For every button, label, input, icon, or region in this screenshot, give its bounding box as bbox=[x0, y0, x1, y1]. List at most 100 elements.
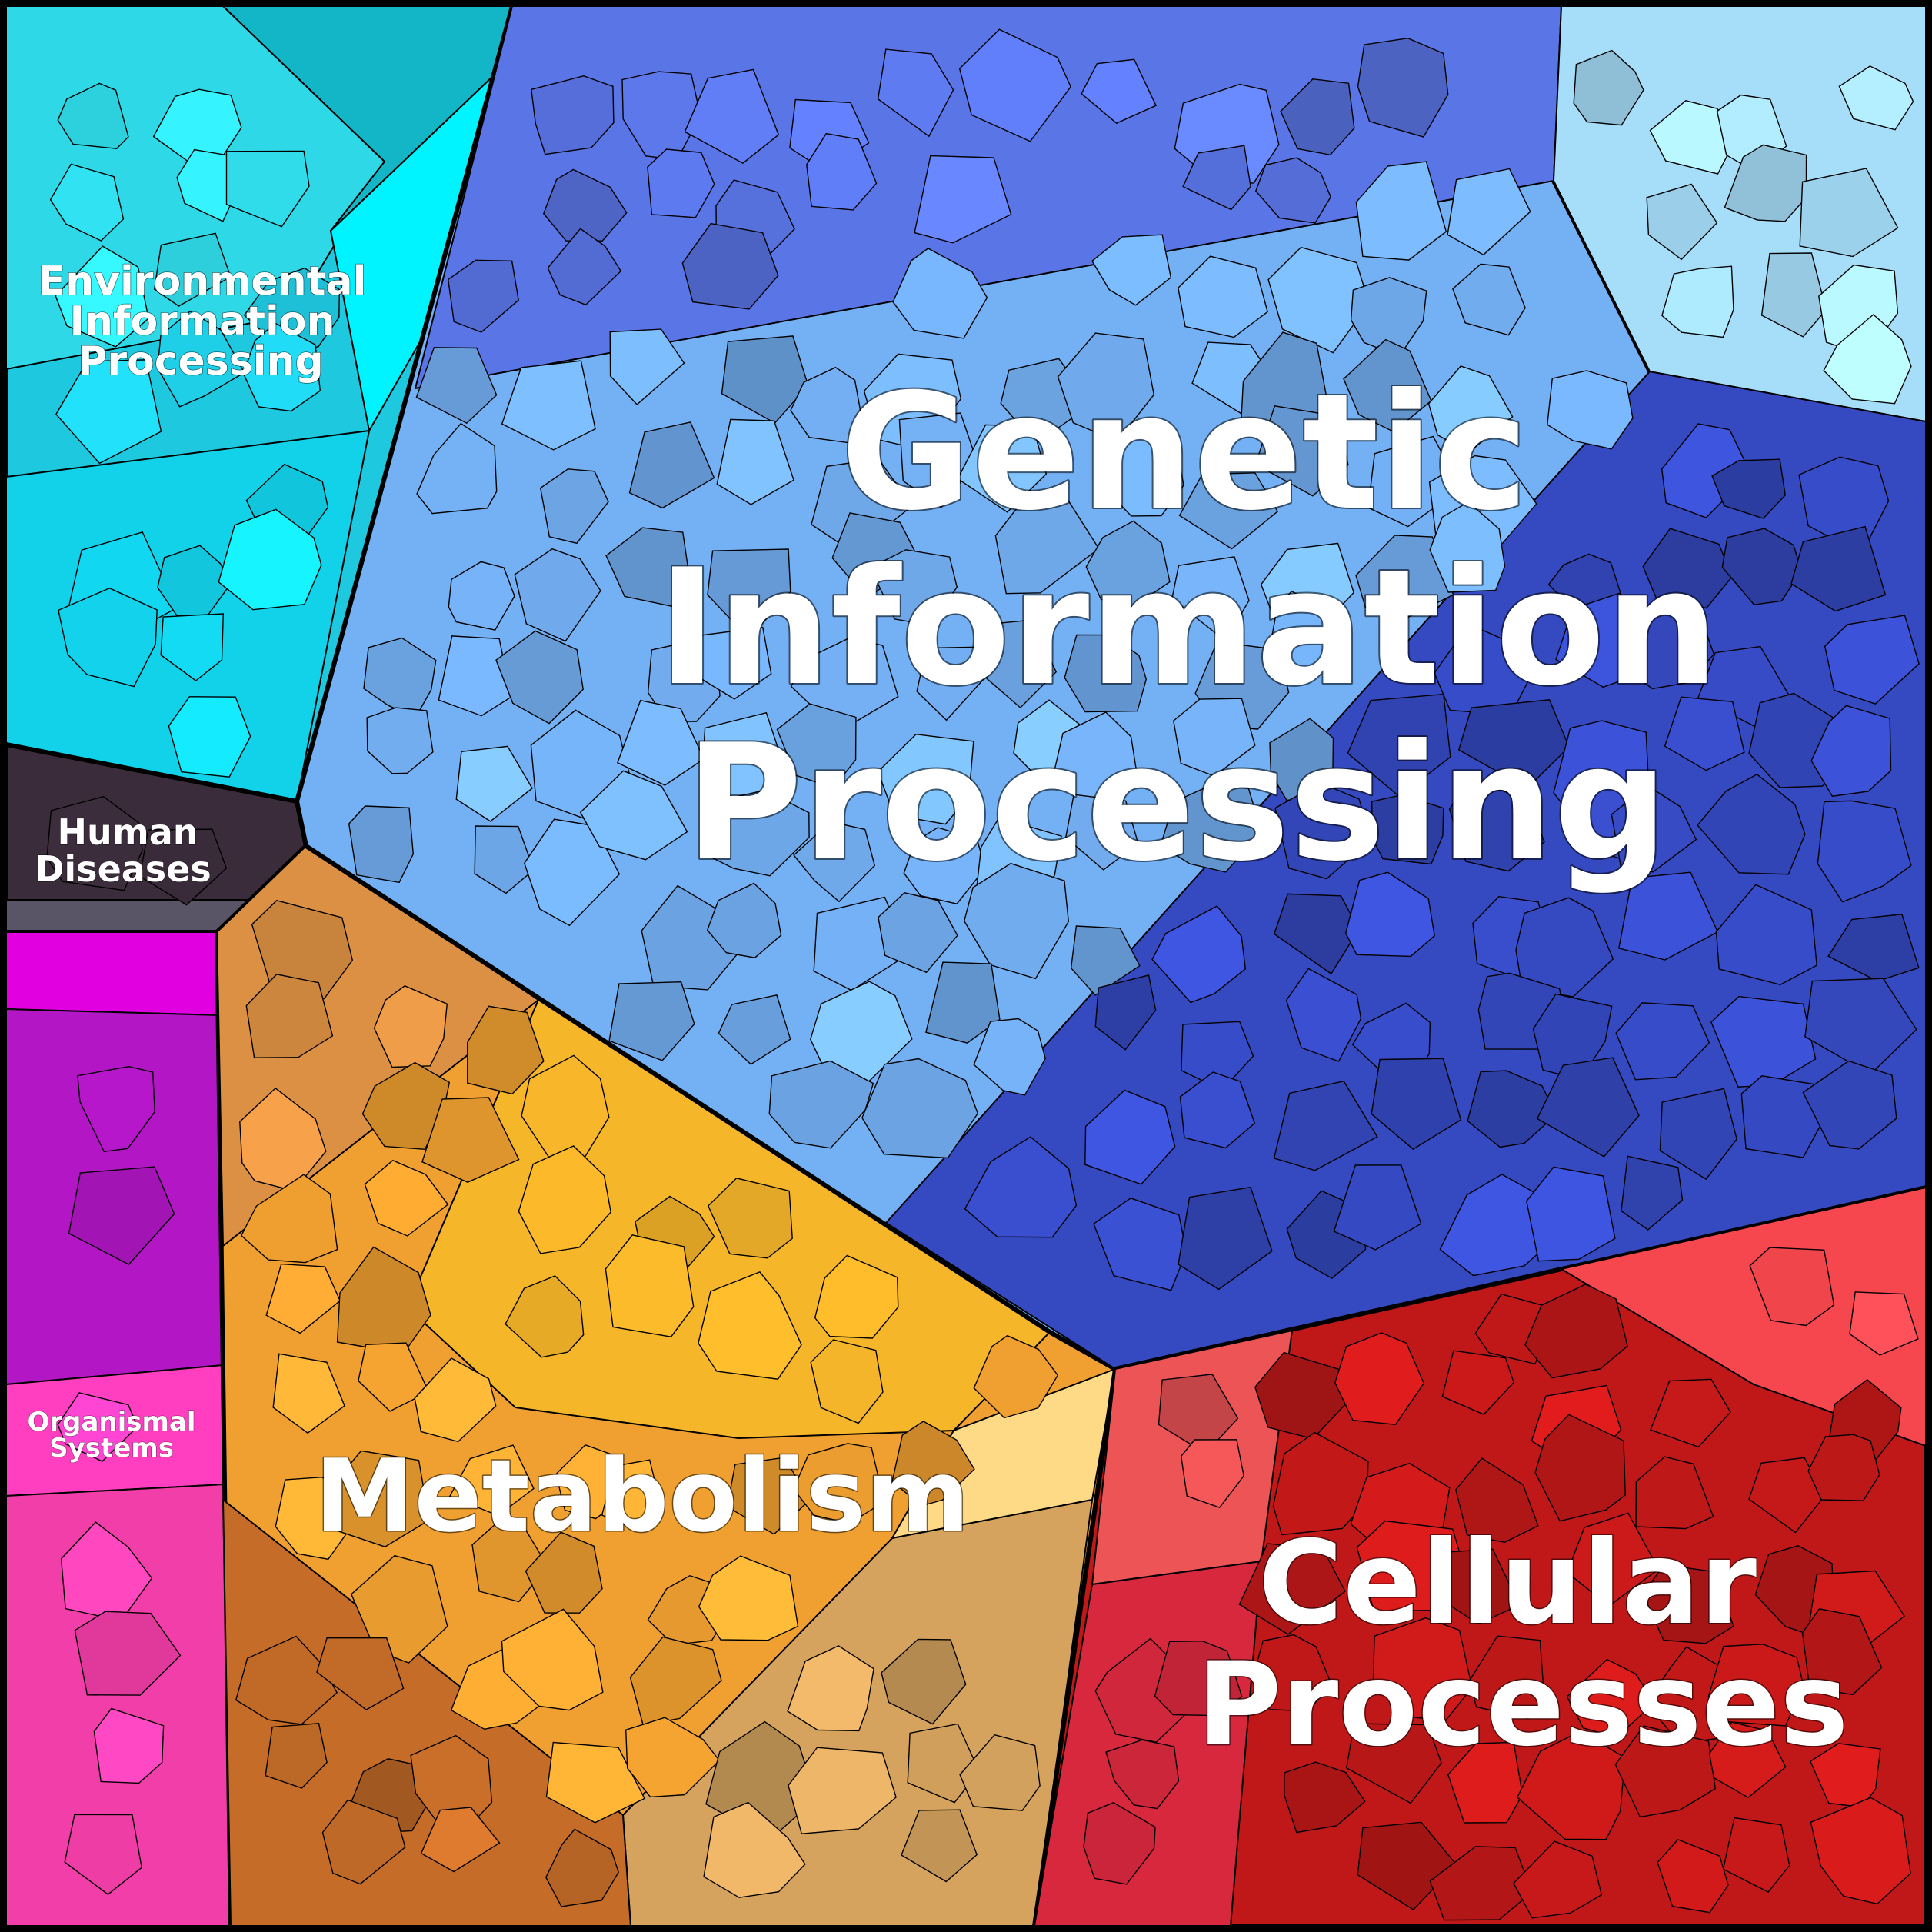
voronoi-cell bbox=[1724, 144, 1807, 222]
voronoi-cell bbox=[518, 1145, 611, 1254]
voronoi-cell bbox=[625, 1717, 721, 1798]
voronoi-cell bbox=[545, 1741, 645, 1824]
label-organismal-line-1: Organismal bbox=[27, 1407, 195, 1437]
voronoi-cell bbox=[681, 222, 779, 310]
voronoi-cell bbox=[601, 1459, 664, 1531]
voronoi-cell bbox=[265, 1723, 328, 1789]
voronoi-cell bbox=[218, 508, 322, 611]
voronoi-cell bbox=[1171, 556, 1250, 642]
voronoi-cell bbox=[1642, 528, 1733, 609]
voronoi-cell bbox=[695, 626, 772, 700]
voronoi-cell bbox=[891, 1421, 975, 1507]
voronoi-cell bbox=[706, 882, 782, 958]
voronoi-cell bbox=[1091, 234, 1172, 306]
voronoi-cell bbox=[1804, 978, 1917, 1075]
voronoi-cell bbox=[901, 1809, 978, 1883]
voronoi-cell bbox=[1801, 1608, 1883, 1696]
voronoi-cell bbox=[1064, 634, 1148, 713]
voronoi-cell bbox=[986, 619, 1058, 709]
voronoi-cell bbox=[1105, 1739, 1180, 1810]
voronoi-cell bbox=[1273, 1080, 1378, 1171]
voronoi-cell bbox=[579, 770, 688, 861]
voronoi-cell bbox=[1160, 784, 1262, 873]
voronoi-cell bbox=[698, 1271, 802, 1380]
voronoi-cell bbox=[1526, 1166, 1616, 1262]
voronoi-cell bbox=[1051, 711, 1139, 801]
voronoi-cell bbox=[77, 1065, 155, 1153]
label-cellular-line-1: Cellular bbox=[1258, 1517, 1757, 1651]
voronoi-cell bbox=[321, 1799, 406, 1885]
voronoi-cell bbox=[957, 424, 1048, 513]
voronoi-cell bbox=[555, 1444, 620, 1520]
voronoi-cell bbox=[810, 1339, 884, 1424]
voronoi-cell bbox=[416, 422, 498, 515]
voronoi-cell bbox=[235, 1635, 338, 1725]
voronoi-cell bbox=[474, 825, 535, 894]
voronoi-cell bbox=[1799, 168, 1899, 258]
voronoi-cell bbox=[973, 1334, 1059, 1419]
voronoi-cell bbox=[1447, 168, 1531, 256]
voronoi-cell bbox=[58, 587, 158, 688]
voronoi-cell bbox=[903, 827, 987, 904]
voronoi-cell bbox=[225, 150, 310, 228]
voronoi-cell bbox=[1622, 601, 1715, 690]
voronoi-cell bbox=[1345, 1723, 1442, 1804]
voronoi-cell bbox=[1085, 520, 1171, 608]
voronoi-cell bbox=[1823, 314, 1912, 405]
voronoi-cell bbox=[1355, 535, 1454, 619]
voronoi-cell bbox=[1064, 794, 1139, 871]
voronoi-cell bbox=[617, 699, 705, 786]
voronoi-cell bbox=[505, 1275, 585, 1358]
voronoi-cell bbox=[1083, 1802, 1156, 1885]
voronoi-cell bbox=[1268, 590, 1337, 676]
voronoi-cell bbox=[1173, 698, 1256, 777]
voronoi-cell bbox=[628, 421, 715, 509]
voronoi-cell bbox=[240, 1174, 338, 1264]
voronoi-cell bbox=[1649, 100, 1737, 175]
voronoi-cell bbox=[1427, 365, 1514, 454]
voronoi-cell bbox=[1807, 1434, 1880, 1501]
voronoi-cell bbox=[1448, 778, 1545, 872]
voronoi-cell bbox=[1824, 615, 1920, 705]
voronoi-cell bbox=[1151, 905, 1247, 1004]
voronoi-cell bbox=[716, 418, 794, 505]
voronoi-cell bbox=[366, 707, 434, 774]
voronoi-cell bbox=[959, 1734, 1041, 1811]
voronoi-cell bbox=[348, 805, 415, 884]
voronoi-cell bbox=[1441, 1350, 1514, 1415]
voronoi-cell bbox=[160, 613, 225, 681]
voronoi-cell bbox=[1515, 897, 1614, 998]
voronoi-cell bbox=[1371, 794, 1444, 865]
voronoi-cell bbox=[64, 1814, 142, 1895]
voronoi-cell bbox=[455, 745, 533, 822]
label-metabolism-line-1: Metabolism bbox=[315, 1437, 970, 1554]
voronoi-cell bbox=[1347, 693, 1451, 798]
voronoi-cell bbox=[1534, 1414, 1626, 1522]
voronoi-cell bbox=[881, 1638, 967, 1725]
voronoi-cell bbox=[726, 1457, 811, 1535]
voronoi-cell bbox=[877, 48, 954, 138]
voronoi-cell bbox=[792, 1443, 885, 1524]
voronoi-cell bbox=[539, 468, 609, 545]
voronoi-cell bbox=[501, 1608, 604, 1711]
voronoi-cell bbox=[1182, 145, 1251, 211]
voronoi-cell bbox=[1641, 1564, 1734, 1644]
voronoi-cell bbox=[925, 961, 1001, 1044]
voronoi-cell bbox=[93, 1707, 165, 1784]
voronoi-cell bbox=[1790, 525, 1887, 612]
voronoi-cell bbox=[74, 1611, 182, 1696]
voronoi-cell bbox=[647, 148, 715, 218]
voronoi-cell bbox=[1721, 528, 1802, 605]
voronoi-cell bbox=[364, 1159, 449, 1237]
voronoi-cell bbox=[1646, 183, 1718, 261]
voronoi-cell bbox=[806, 132, 878, 211]
voronoi-cell bbox=[1827, 914, 1920, 982]
voronoi-cell bbox=[1615, 1002, 1710, 1081]
voronoi-cell bbox=[531, 75, 615, 155]
voronoi-cell bbox=[547, 228, 622, 306]
voronoi-cell bbox=[153, 232, 232, 307]
voronoi-cell bbox=[790, 366, 862, 444]
